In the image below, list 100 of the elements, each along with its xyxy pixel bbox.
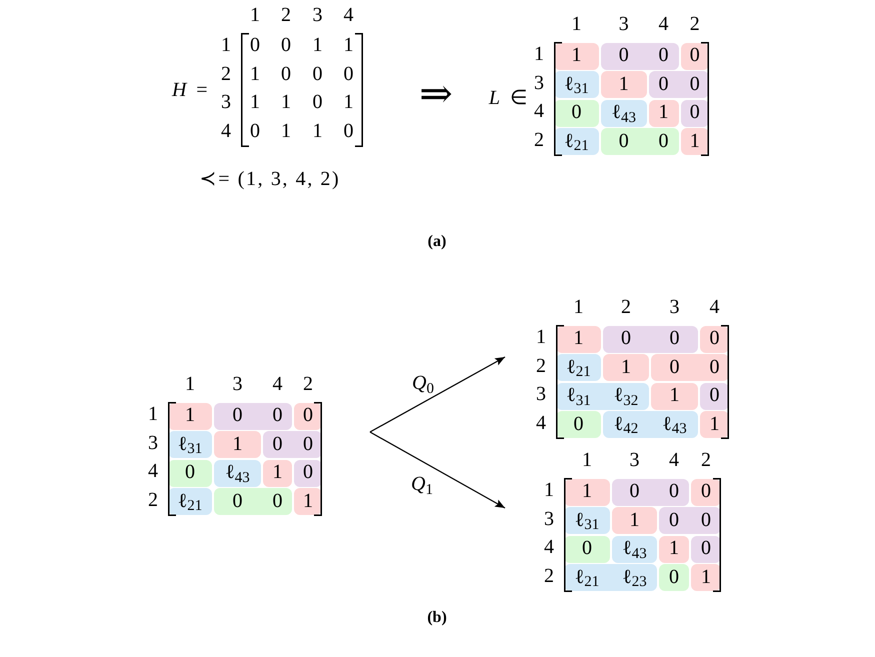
highlight-block xyxy=(700,411,729,438)
highlight-block xyxy=(214,460,261,487)
row-index: 3 xyxy=(148,430,158,455)
matrix-entry: 1 xyxy=(281,118,291,143)
column-index: 1 xyxy=(185,372,195,396)
row-index: 3 xyxy=(536,382,546,406)
highlight-block xyxy=(556,382,649,410)
subfigure-label: (a) xyxy=(428,232,446,252)
matrix-entry: 0 xyxy=(344,62,354,86)
row-index: 3 xyxy=(534,70,544,95)
equation-label: L ∈ xyxy=(488,86,530,110)
matrix-entry: 0 xyxy=(621,326,631,350)
column-index: 4 xyxy=(272,372,282,396)
row-index: 2 xyxy=(536,354,546,378)
highlight-block xyxy=(168,402,212,430)
matrix-entry: 0 xyxy=(710,326,720,350)
highlight-block xyxy=(648,71,709,98)
column-index: 3 xyxy=(232,372,242,396)
matrix-entry: ℓ$_{21}$ xyxy=(566,354,591,378)
highlight-block xyxy=(168,488,212,516)
matrix-entry: 0 xyxy=(232,488,242,512)
matrix-entry: 1 xyxy=(574,326,584,350)
matrix-entry: 1 xyxy=(250,62,260,86)
highlight-block xyxy=(691,478,721,506)
column-index: 1 xyxy=(582,448,592,472)
matrix-entry: 1 xyxy=(344,33,354,58)
highlight-block xyxy=(659,536,689,563)
matrix-entry: ℓ$_{31}$ xyxy=(178,432,202,456)
matrix-entry: 0 xyxy=(312,62,322,86)
highlight-block xyxy=(214,488,292,516)
matrix-entry: 0 xyxy=(250,33,260,58)
matrix-entry: 0 xyxy=(344,118,354,143)
matrix-entry: 1 xyxy=(312,118,322,143)
matrix-entry: 0 xyxy=(710,383,720,407)
highlight-block xyxy=(612,507,657,534)
matrix-entry: 0 xyxy=(669,564,679,588)
matrix-entry: 1 xyxy=(658,100,668,124)
column-index: 3 xyxy=(312,3,322,27)
highlight-block xyxy=(168,431,212,458)
column-index: 4 xyxy=(658,12,668,36)
column-index: 3 xyxy=(630,448,640,472)
highlight-block xyxy=(554,71,599,98)
highlight-block xyxy=(680,42,709,70)
equation-label: H = xyxy=(172,78,210,102)
highlight-block xyxy=(214,431,261,458)
matrix-entry: 0 xyxy=(303,403,313,427)
row-index: 1 xyxy=(536,325,546,350)
highlight-block xyxy=(294,460,322,487)
highlight-block xyxy=(651,354,729,382)
highlight-block xyxy=(691,536,721,563)
highlight-block xyxy=(691,564,721,592)
column-index: 4 xyxy=(669,448,679,472)
matrix-entry: 0 xyxy=(232,403,242,427)
highlight-block xyxy=(601,42,678,70)
highlight-block xyxy=(603,326,698,353)
column-index: 2 xyxy=(621,295,631,319)
column-index: 1 xyxy=(572,12,582,36)
matrix-entry: 0 xyxy=(690,100,700,124)
highlight-block xyxy=(554,100,599,127)
row-index: 4 xyxy=(221,118,231,143)
highlight-block xyxy=(601,71,646,98)
matrix-entry: 1 xyxy=(710,412,720,436)
highlight-block xyxy=(263,431,322,458)
matrix-entry: 0 xyxy=(618,43,629,67)
matrix-entry: 1 xyxy=(185,403,195,427)
column-index: 4 xyxy=(344,3,354,27)
matrix-entry: 1 xyxy=(670,383,680,407)
row-index: 1 xyxy=(534,42,544,66)
matrix-entry: 1 xyxy=(281,90,291,114)
matrix-entry: ℓ$_{43}$ xyxy=(611,100,636,124)
highlight-block xyxy=(564,478,610,506)
matrix-entry: ℓ$_{43}$ xyxy=(225,460,250,484)
matrix-entry: 0 xyxy=(618,128,629,152)
highlight-block xyxy=(680,128,709,156)
row-index: 3 xyxy=(544,506,554,531)
highlight-block xyxy=(556,326,601,353)
highlight-block xyxy=(603,411,698,438)
matrix-entry: 0 xyxy=(658,128,668,152)
column-index: 3 xyxy=(670,295,680,319)
matrix-entry: 1 xyxy=(630,508,640,532)
matrix-entry: ℓ$_{21}$ xyxy=(178,488,202,512)
matrix-entry: 0 xyxy=(701,508,711,532)
matrix-entry: ℓ$_{31}$ xyxy=(566,383,591,407)
column-index: 1 xyxy=(250,3,260,27)
matrix-entry: 0 xyxy=(669,508,679,532)
highlight-block xyxy=(612,478,689,506)
matrix-entry: ℓ$_{21}$ xyxy=(564,128,589,152)
ordering-label: ≺= (1, 3, 4, 2) xyxy=(200,167,340,191)
implies-symbol: ⇒ xyxy=(419,72,453,116)
row-index: 3 xyxy=(221,90,231,114)
highlight-block xyxy=(651,382,698,410)
highlight-block xyxy=(601,100,646,127)
highlight-block xyxy=(601,128,678,156)
row-index: 2 xyxy=(148,488,158,512)
matrix-entry: 0 xyxy=(250,118,260,143)
matrix-entry: 0 xyxy=(670,326,680,350)
row-index: 4 xyxy=(534,99,544,124)
highlight-block xyxy=(554,42,599,70)
highlight-block xyxy=(554,128,599,156)
matrix-entry: 1 xyxy=(312,33,322,58)
